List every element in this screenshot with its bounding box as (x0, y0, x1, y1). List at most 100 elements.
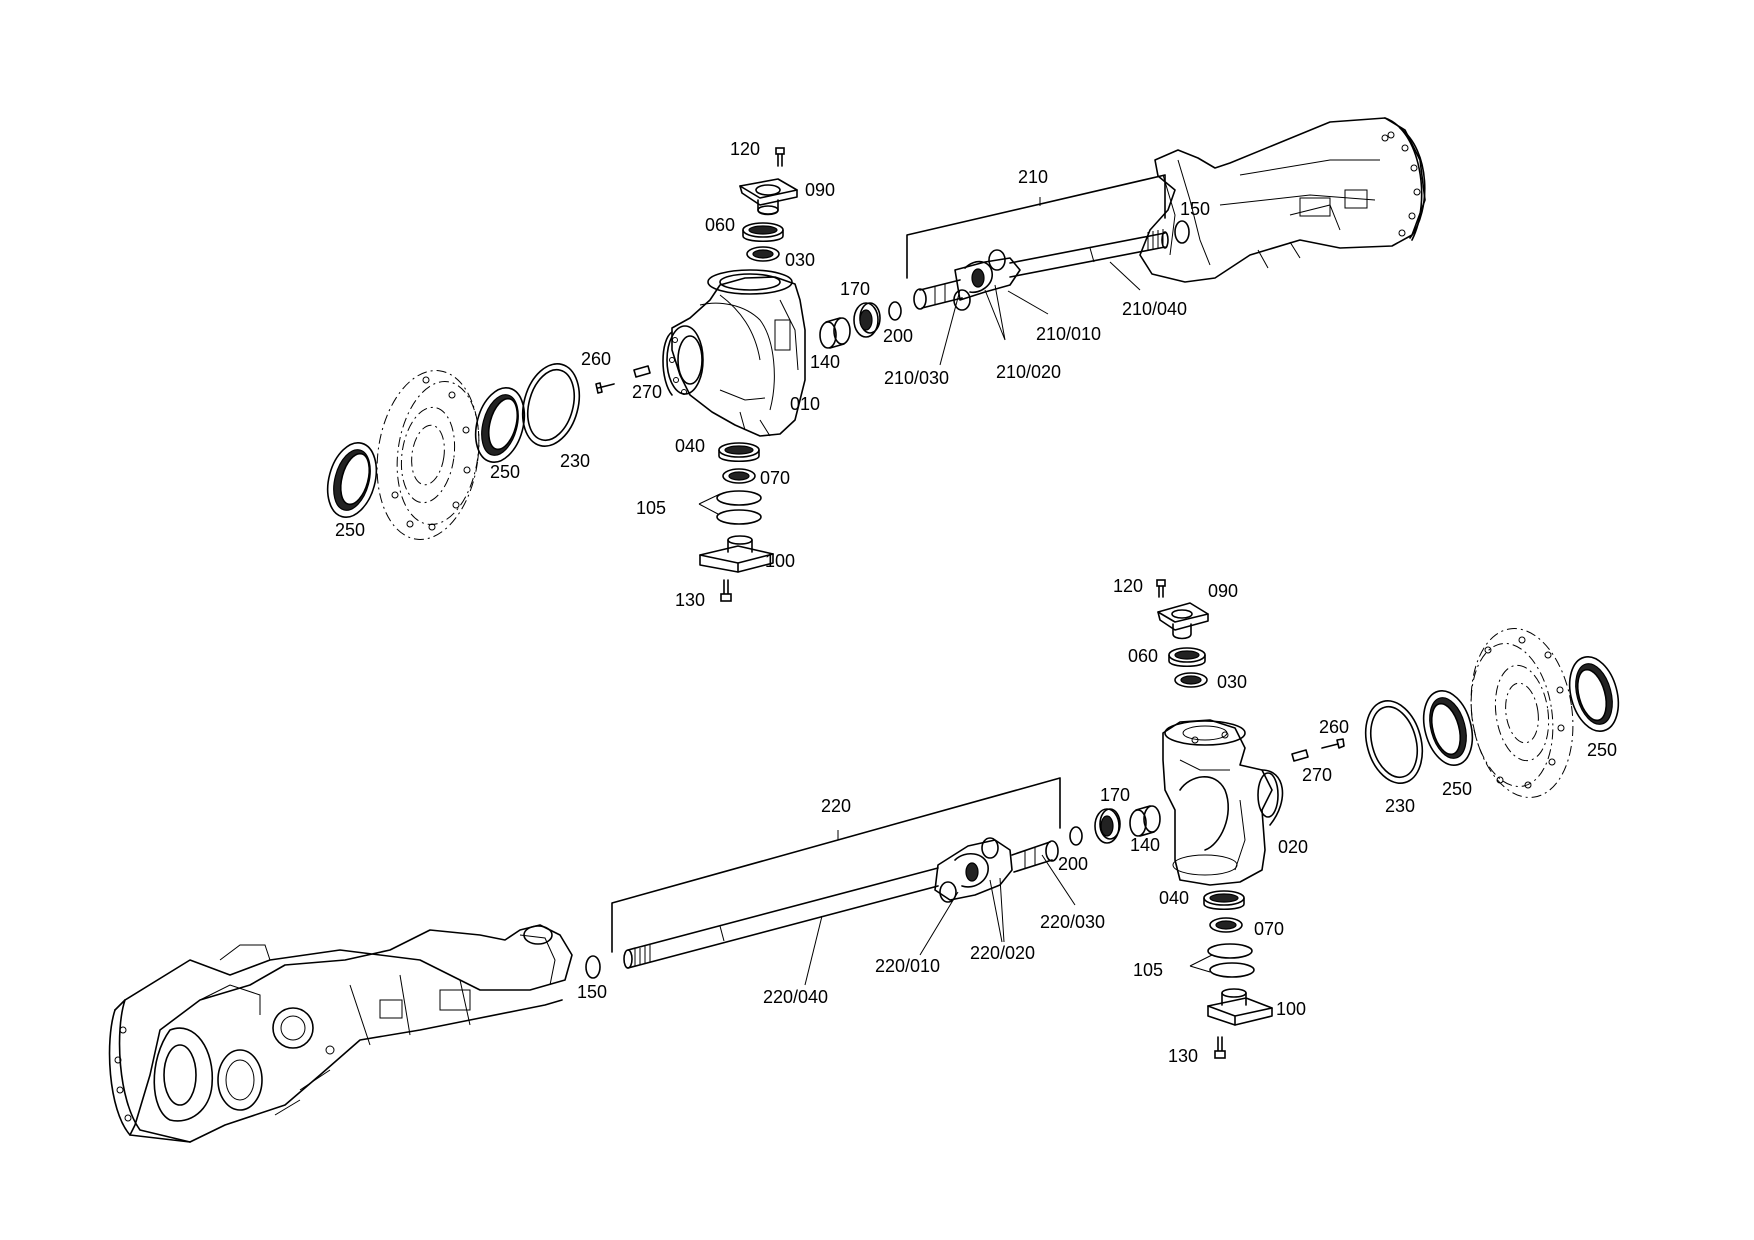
label-120: 120 (730, 139, 760, 159)
label-130-lower: 130 (1168, 1046, 1198, 1066)
wheel-hub-upper (376, 370, 480, 540)
label-090: 090 (805, 180, 835, 200)
label-270-lower: 270 (1302, 765, 1332, 785)
bracket-210 (906, 174, 1166, 279)
ring-200 (888, 301, 902, 321)
bearing-250b (326, 442, 378, 518)
bolt-120-lower (1156, 579, 1166, 598)
pin-270 (633, 365, 651, 378)
bearing-250b-lower (1568, 656, 1620, 732)
label-220-040: 220/040 (763, 987, 828, 1007)
ring-030-lower (1174, 672, 1208, 688)
label-170: 170 (840, 279, 870, 299)
seal-170 (853, 302, 881, 338)
label-040-lower: 040 (1159, 888, 1189, 908)
label-210-010: 210/010 (1036, 324, 1101, 344)
ring-030 (746, 246, 780, 262)
upper-assembly: 120 090 060 030 210 150 170 140 200 210/… (326, 117, 1426, 610)
label-105-lower: 105 (1133, 960, 1163, 980)
label-140: 140 (810, 352, 840, 372)
bearing-040-lower (1203, 890, 1245, 911)
leaders-upper (698, 261, 1141, 515)
label-260-lower: 260 (1319, 717, 1349, 737)
label-220-030: 220/030 (1040, 912, 1105, 932)
snap-ring-150-lower (585, 955, 601, 979)
shaft-210-040 (1009, 229, 1169, 278)
label-220: 220 (821, 796, 851, 816)
label-220-010: 220/010 (875, 956, 940, 976)
label-040: 040 (675, 436, 705, 456)
bearing-060-lower (1168, 647, 1206, 668)
bolt-260 (595, 382, 615, 394)
ring-070-lower (1209, 917, 1243, 933)
label-210-020: 210/020 (996, 362, 1061, 382)
seal-170-lower (1094, 808, 1121, 844)
bearing-250a (474, 387, 526, 463)
label-210-040: 210/040 (1122, 299, 1187, 319)
label-270: 270 (632, 382, 662, 402)
label-070: 070 (760, 468, 790, 488)
leaders-lower (804, 854, 1213, 986)
bearing-250a-lower (1422, 690, 1474, 766)
cap-100-lower (1207, 988, 1273, 1026)
lower-assembly: 120 090 060 030 260 270 230 250 250 220 … (108, 576, 1620, 1143)
label-230: 230 (560, 451, 590, 471)
steering-knuckle-020 (1162, 719, 1284, 886)
label-090-lower: 090 (1208, 581, 1238, 601)
seal-230 (521, 363, 581, 447)
label-150: 150 (1180, 199, 1210, 219)
label-030: 030 (785, 250, 815, 270)
axle-housing-upper (1139, 117, 1426, 283)
label-170-lower: 170 (1100, 785, 1130, 805)
label-230-lower: 230 (1385, 796, 1415, 816)
bushing-140-lower (1129, 805, 1161, 837)
shims-105-lower (1207, 943, 1255, 978)
bracket-220 (611, 777, 1061, 953)
label-150-lower: 150 (577, 982, 607, 1002)
universal-joint-210 (913, 249, 1021, 311)
label-200: 200 (883, 326, 913, 346)
label-060-lower: 060 (1128, 646, 1158, 666)
label-250b-lower: 250 (1587, 740, 1617, 760)
label-130: 130 (675, 590, 705, 610)
label-105: 105 (636, 498, 666, 518)
bolt-130 (720, 579, 732, 602)
cap-100 (699, 535, 774, 573)
pin-270-lower (1291, 749, 1309, 762)
bearing-060 (742, 222, 784, 243)
bearing-040 (718, 442, 760, 463)
label-260: 260 (581, 349, 611, 369)
label-020: 020 (1278, 837, 1308, 857)
label-200-lower: 200 (1058, 854, 1088, 874)
steering-knuckle-010 (662, 269, 806, 437)
label-250a-lower: 250 (1442, 779, 1472, 799)
label-210-030: 210/030 (884, 368, 949, 388)
label-100: 100 (765, 551, 795, 571)
label-140-lower: 140 (1130, 835, 1160, 855)
universal-joint-220 (934, 837, 1059, 903)
bushing-140 (819, 317, 851, 349)
ring-070 (722, 468, 756, 484)
axle-housing-lower (108, 924, 573, 1143)
label-220-020: 220/020 (970, 943, 1035, 963)
wheel-hub-lower (1470, 628, 1574, 798)
bolt-260-lower (1321, 738, 1345, 749)
label-030-lower: 030 (1217, 672, 1247, 692)
label-120-lower: 120 (1113, 576, 1143, 596)
shaft-220-040 (623, 867, 939, 969)
seal-230-lower (1364, 700, 1424, 784)
bolt-120 (775, 147, 785, 167)
label-010: 010 (790, 394, 820, 414)
snap-ring-150 (1174, 220, 1190, 244)
cap-090-lower (1157, 602, 1209, 640)
label-250b: 250 (335, 520, 365, 540)
ring-200-lower (1069, 826, 1083, 846)
label-070-lower: 070 (1254, 919, 1284, 939)
label-100-lower: 100 (1276, 999, 1306, 1019)
cap-090 (739, 178, 798, 216)
label-210: 210 (1018, 167, 1048, 187)
bolt-130-lower (1214, 1036, 1226, 1059)
shims-105 (716, 490, 762, 525)
label-250a: 250 (490, 462, 520, 482)
